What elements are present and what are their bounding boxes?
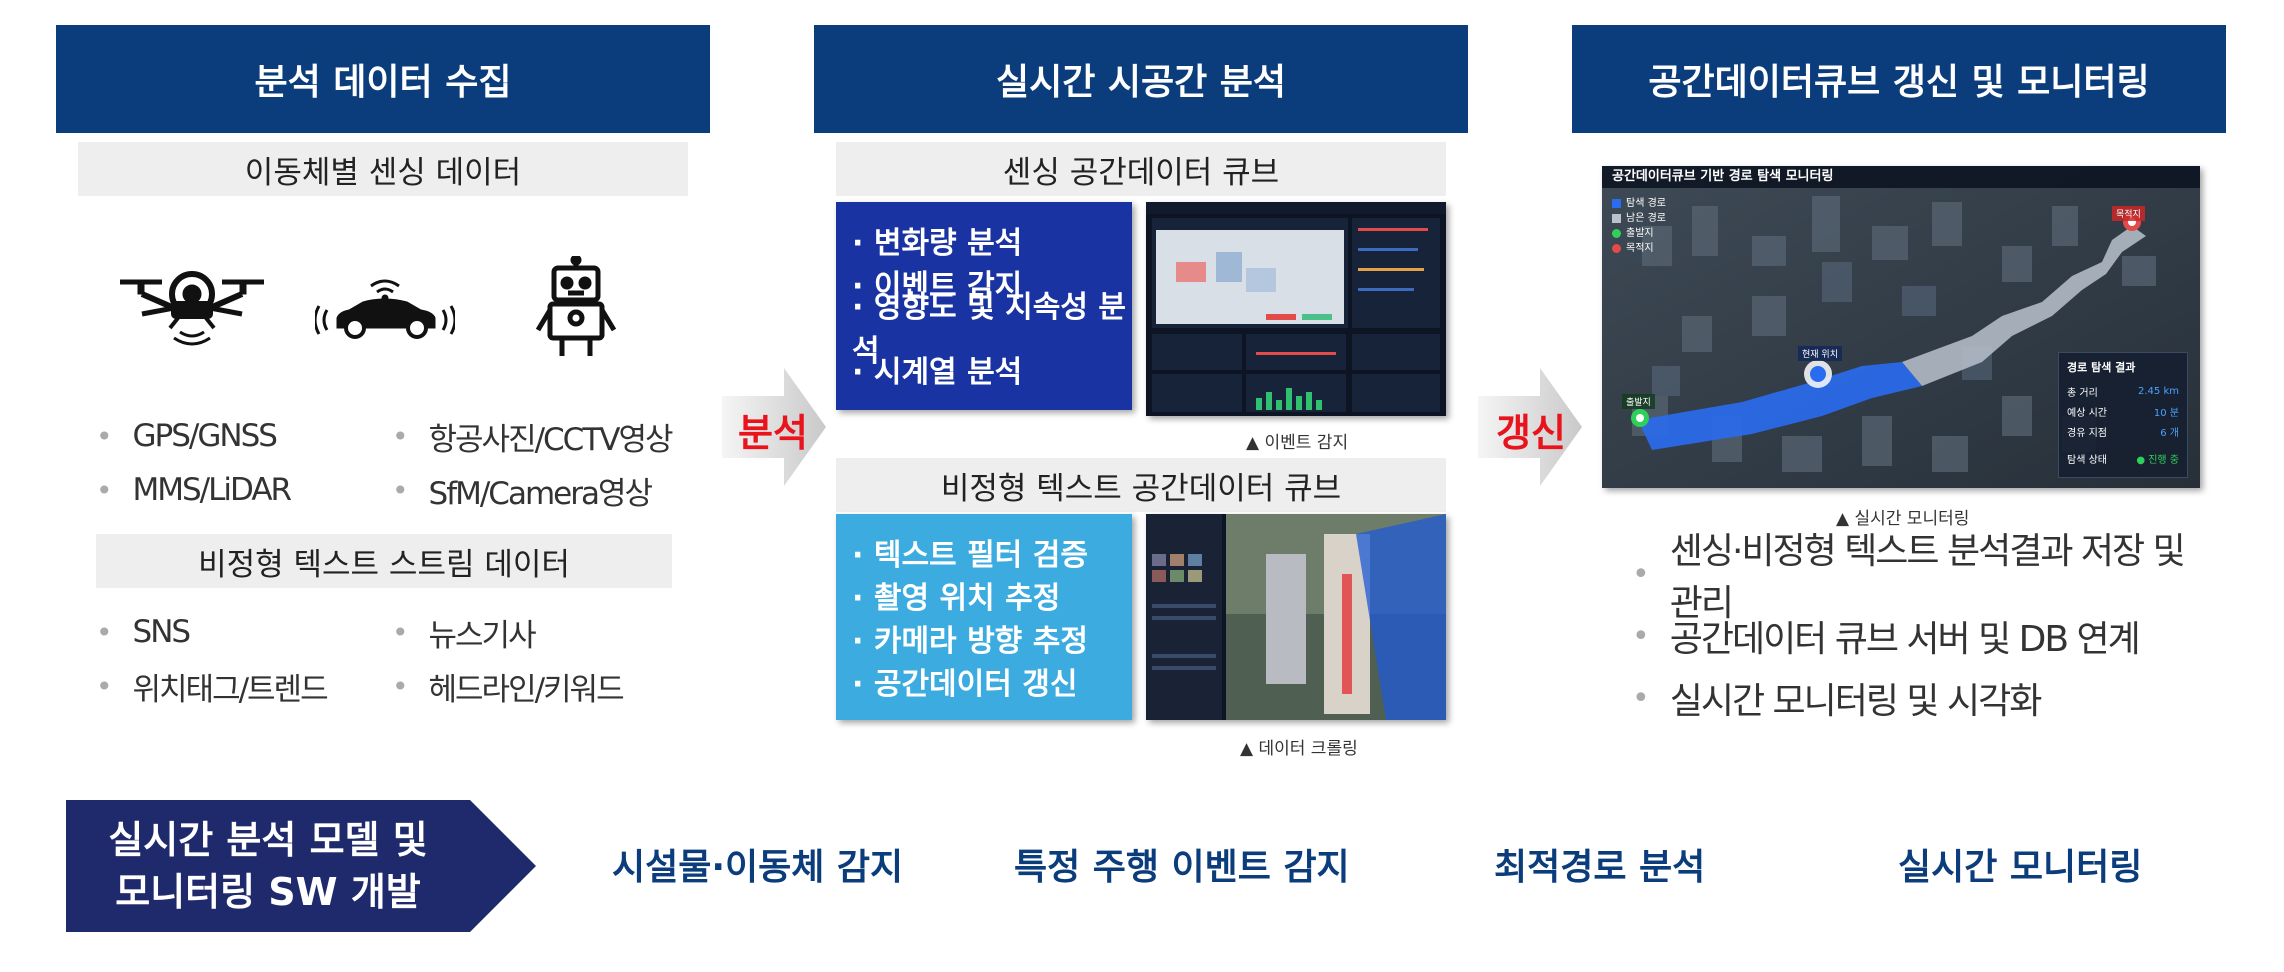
text-stream-header: 비정형 텍스트 스트림 데이터 — [96, 534, 672, 588]
text-cube-functions: · 텍스트 필터 검증 · 촬영 위치 추정 · 카메라 방향 추정 · 공간데… — [836, 514, 1132, 720]
list-item: · 시계열 분석 — [852, 354, 1023, 390]
list-item: •위치태그/트렌드 — [96, 669, 329, 708]
column-header-collection: 분석 데이터 수집 — [56, 25, 710, 133]
flow-arrow-right — [722, 368, 826, 486]
list-item: •SNS — [96, 614, 191, 650]
footer-item: 특정 주행 이벤트 감지 — [1014, 847, 1350, 888]
list-item: · 이벤트 감지 — [852, 268, 1023, 304]
remaining-route-icon — [1612, 214, 1621, 223]
route-result-panel: 경로 탐색 결과 총 거리 2.45 km 예상 시간 10 분 경유 지점 6… — [2058, 352, 2188, 478]
status-row: 탐색 상태 ● 진행 중 — [2067, 447, 2179, 469]
monitoring-caption: ▲ 실시간 모니터링 — [1836, 509, 1970, 529]
robot-icon — [535, 256, 617, 356]
list-item: •실시간 모니터링 및 시각화 — [1632, 680, 2042, 723]
flow-arrow-right — [1478, 368, 1582, 486]
analysis-arrow-label: 분석 — [738, 411, 808, 455]
footer-item: 시설물·이동체 감지 — [612, 847, 904, 888]
list-item: •센싱·비정형 텍스트 분석결과 저장 및 관리 — [1632, 531, 2186, 624]
origin-label: 출발지 — [1622, 394, 1655, 409]
list-item: •GPS/GNSS — [96, 418, 278, 454]
list-item: · 변화량 분석 — [852, 225, 1023, 261]
event-detection-caption: ▲ 이벤트 감지 — [1246, 433, 1349, 453]
drone-icon — [120, 271, 264, 346]
list-item: · 영향도 및 지속성 분석 — [852, 289, 1126, 369]
sensing-data-header: 이동체별 센싱 데이터 — [78, 142, 688, 196]
footer-item: 실시간 모니터링 — [1898, 847, 2143, 888]
update-arrow-label: 갱신 — [1496, 411, 1566, 455]
list-item: •SfM/Camera영상 — [392, 473, 653, 512]
sensing-cube-functions: · 변화량 분석 · 이벤트 감지 · 영향도 및 지속성 분석 · 시계열 분… — [836, 202, 1132, 410]
list-item: · 촬영 위치 추정 — [852, 580, 1061, 616]
list-item: •헤드라인/키워드 — [392, 669, 625, 708]
result-row: 경유 지점 6 개 — [2067, 427, 2179, 439]
list-item: · 텍스트 필터 검증 — [852, 537, 1088, 573]
footer-title-shape — [66, 800, 536, 932]
destination-pin-icon — [1612, 244, 1621, 253]
list-item: •MMS/LiDAR — [96, 472, 292, 508]
footer-title: 실시간 분석 모델 및 모니터링 SW 개발 — [108, 818, 428, 914]
column-title: 공간데이터큐브 갱신 및 모니터링 — [1648, 62, 2150, 103]
origin-pin-icon — [1612, 229, 1621, 238]
list-item: · 공간데이터 갱신 — [852, 666, 1078, 702]
list-item: •뉴스기사 — [392, 615, 537, 654]
autonomous-car-icon — [315, 279, 455, 339]
list-item: •공간데이터 큐브 서버 및 DB 연계 — [1632, 618, 2141, 661]
footer-item: 최적경로 분석 — [1494, 847, 1706, 888]
sensing-cube-header: 센싱 공간데이터 큐브 — [836, 142, 1446, 196]
column-title: 분석 데이터 수집 — [254, 62, 512, 103]
result-row: 총 거리 2.45 km — [2067, 385, 2179, 399]
destination-label: 목적지 — [2112, 206, 2145, 221]
list-item: · 카메라 방향 추정 — [852, 623, 1088, 659]
current-location-label: 현재 위치 — [1798, 346, 1842, 361]
column-header-analysis: 실시간 시공간 분석 — [814, 25, 1468, 133]
result-row: 예상 시간 10 분 — [2067, 407, 2179, 419]
status-badge: ● 진행 중 — [2136, 454, 2179, 466]
column-title: 실시간 시공간 분석 — [995, 62, 1287, 103]
data-crawling-screenshot — [1146, 514, 1446, 720]
column-header-monitoring: 공간데이터큐브 갱신 및 모니터링 — [1572, 25, 2226, 133]
list-item: •항공사진/CCTV영상 — [392, 419, 674, 458]
explored-route-icon — [1612, 199, 1621, 208]
text-cube-header: 비정형 텍스트 공간데이터 큐브 — [836, 458, 1446, 512]
data-crawling-caption: ▲ 데이터 크롤링 — [1240, 739, 1358, 759]
route-result-title: 경로 탐색 결과 — [2067, 361, 2136, 374]
map-legend: 탐색 경로 남은 경로 출발지 목적지 — [1612, 196, 1666, 256]
route-monitoring-screen: 공간데이터큐브 기반 경로 탐색 모니터링 탐색 경로 남은 경로 출발지 목적… — [1602, 166, 2200, 488]
event-detection-screenshot — [1146, 202, 1446, 416]
screen-title: 공간데이터큐브 기반 경로 탐색 모니터링 — [1602, 166, 2200, 188]
